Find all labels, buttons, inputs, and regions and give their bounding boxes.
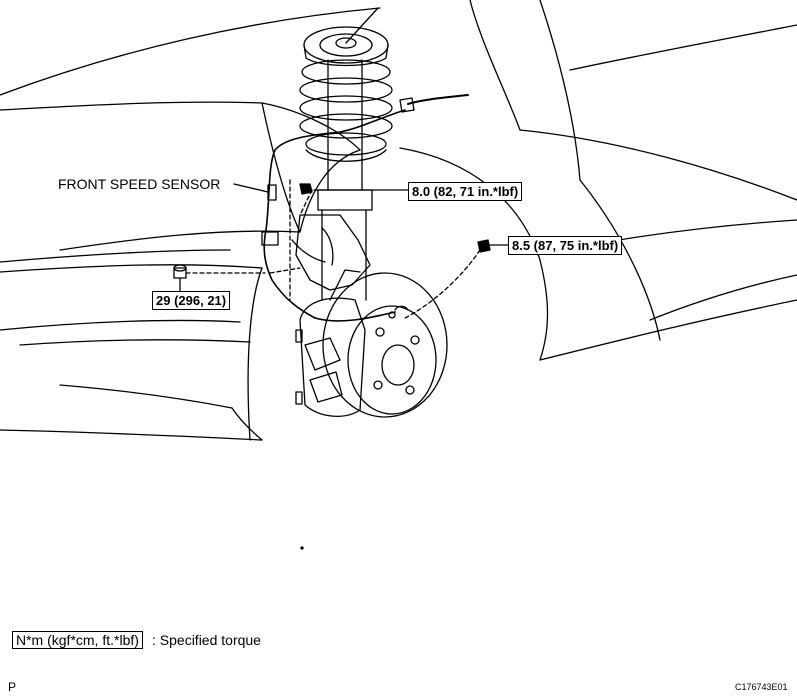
knuckle-and-disc [295, 214, 448, 418]
brake-caliper [295, 269, 366, 417]
figure-code: C176743E01 [735, 682, 788, 692]
legend-units-box: N*m (kgf*cm, ft.*lbf) [12, 631, 143, 649]
speed-sensor-harness [261, 94, 469, 322]
legend-description: : Specified torque [152, 632, 261, 648]
torque-callout-right: 8.5 (87, 75 in.*lbf) [508, 236, 623, 255]
footer-letter: P [8, 680, 17, 694]
front-speed-sensor-label: FRONT SPEED SENSOR [58, 176, 221, 192]
leader-lines [179, 179, 509, 319]
bolts [173, 183, 491, 279]
torque-callout-upper: 8.0 (82, 71 in.*lbf) [408, 182, 523, 201]
stray-dot [300, 546, 304, 550]
strut-spring-assembly [299, 7, 393, 301]
torque-callout-left: 29 (296, 21) [152, 291, 231, 310]
vehicle-body-outline [0, 0, 797, 441]
